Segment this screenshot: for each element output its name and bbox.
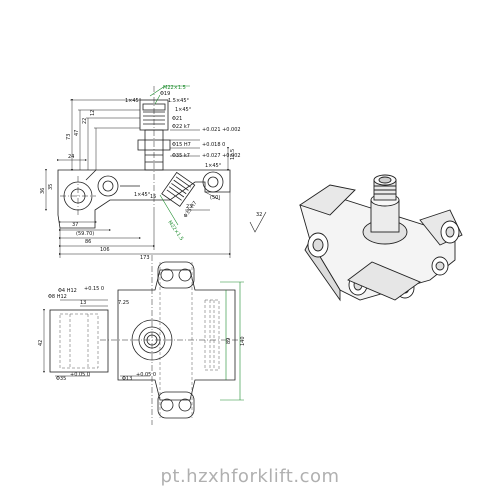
label-chamfer1: 1×45° (125, 98, 142, 104)
label-50: (50) (210, 195, 220, 201)
front-centerlines (60, 86, 155, 216)
label-tolC: +0.05 0 (136, 372, 156, 378)
label-7-25: 7.25 (118, 300, 129, 306)
roughness-symbol (249, 211, 267, 233)
label-chamfer2: 1.5×45° (168, 98, 190, 104)
label-86: 86 (85, 239, 91, 245)
label-d22k7: Φ22 k7 (172, 124, 190, 130)
roughness-value: 32 (256, 212, 262, 218)
bottom-centerlines (100, 255, 240, 425)
label-m22b: M22×1.5 (166, 220, 184, 242)
front-dimensions (45, 99, 231, 258)
label-106: 106 (100, 247, 110, 253)
label-tol3: +0.027 +0.002 (202, 153, 241, 159)
label-d4h12: Φ4 H12 (58, 288, 77, 294)
label-89: 89 (226, 338, 232, 344)
bottom-green-dims (220, 281, 244, 401)
label-d15h7: Φ15 H7 (172, 142, 191, 148)
isometric-view (298, 174, 463, 302)
label-tol1: +0.021 +0.002 (202, 127, 241, 133)
label-tolB: +0.05 0 (70, 372, 90, 378)
label-12-5: 12.5 (230, 149, 236, 160)
label-73: 73 (66, 134, 72, 140)
bottom-dimensions (43, 299, 150, 377)
label-m-thread: M22×1.5 (163, 85, 186, 91)
label-140: 140 (240, 336, 246, 346)
label-12: 12 (90, 110, 96, 116)
label-36: 36 (40, 188, 46, 194)
label-13: 13 (80, 300, 86, 306)
green-leaders (149, 85, 190, 226)
label-chamfer4: 1×45° (205, 163, 222, 169)
label-d19: Φ19 (160, 91, 170, 97)
label-59-70: (59.70) (76, 231, 94, 237)
label-chamfer3: 1×45° (175, 107, 192, 113)
label-d8h12: Φ8 H12 (48, 294, 67, 300)
label-tolA: +0.15 0 (84, 286, 104, 292)
label-d35k7: Φ35 k7 (172, 153, 190, 159)
watermark: pt.hzxhforklift.com (160, 466, 340, 487)
label-tol2: +0.018 0 (202, 142, 225, 148)
label-47: 47 (74, 130, 80, 136)
label-15: 15 (150, 194, 156, 200)
label-35: 35 (48, 184, 54, 190)
label-d21: Φ21 (172, 116, 182, 122)
label-42: 42 (38, 340, 44, 346)
label-chamfer5: 1×45° (134, 192, 151, 198)
label-24: 24 (68, 154, 74, 160)
label-37: 37 (72, 222, 78, 228)
label-d13: Φ13 (122, 376, 132, 382)
label-173: 173 (140, 255, 150, 261)
label-22: 22 (82, 118, 88, 124)
label-23: 23 (186, 204, 192, 210)
label-d35: Φ35 (56, 376, 66, 382)
